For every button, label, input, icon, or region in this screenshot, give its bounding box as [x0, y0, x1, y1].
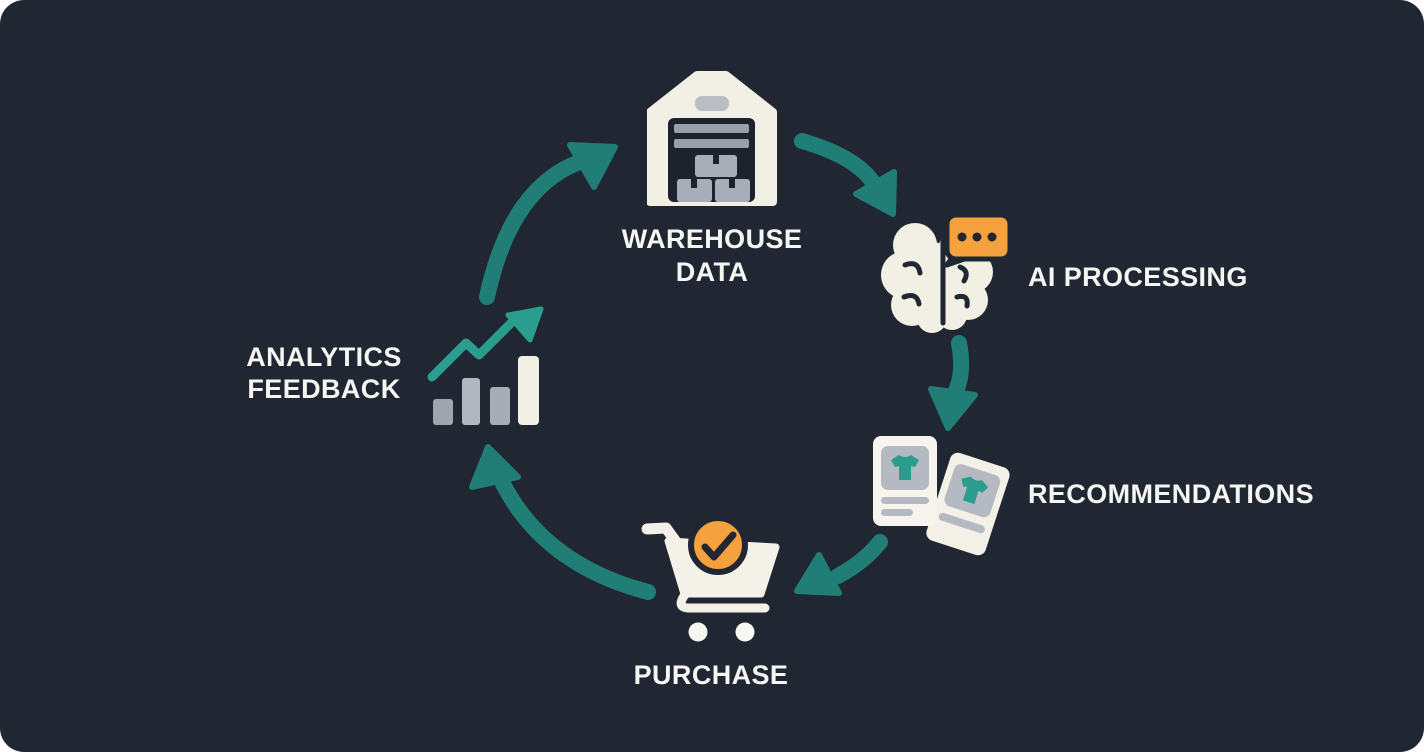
bar-chart-icon	[433, 356, 539, 425]
front-card	[873, 436, 937, 526]
arrow-recommendations-to-purchase	[794, 534, 888, 596]
warehouse-data-label: WAREHOUSE DATA	[512, 223, 912, 289]
chat-bubble-icon	[944, 212, 1013, 268]
boxes-icon	[677, 155, 750, 202]
back-card	[926, 452, 1010, 556]
purchase-label: PURCHASE	[633, 660, 789, 690]
check-badge-icon	[688, 515, 748, 575]
recommendations-label: RECOMMENDATIONS	[1028, 479, 1314, 509]
growth-chart-icon	[427, 306, 544, 425]
arrow-ai-to-recommendations	[928, 335, 978, 431]
label-line: FEEDBACK	[247, 374, 401, 404]
arrow-warehouse-to-ai	[794, 133, 897, 217]
trend-arrow-icon	[427, 306, 544, 382]
label-line: ANALYTICS	[246, 342, 402, 372]
label-line: WAREHOUSE	[621, 224, 803, 254]
tshirt-icon	[961, 476, 989, 504]
label-line: DATA	[675, 257, 749, 287]
ai-processing-label: AI PROCESSING	[1028, 262, 1248, 292]
tshirt-icon	[891, 455, 919, 480]
arrow-purchase-to-analytics	[469, 444, 656, 600]
product-cards-icon	[873, 436, 1010, 556]
roof-vent	[695, 96, 729, 111]
brain-chat-icon	[881, 212, 1013, 333]
warehouse-icon	[647, 71, 777, 206]
cart-check-icon	[641, 515, 780, 642]
arrow-analytics-to-warehouse	[479, 142, 618, 305]
analytics-feedback-label: ANALYTICS FEEDBACK	[174, 341, 474, 405]
